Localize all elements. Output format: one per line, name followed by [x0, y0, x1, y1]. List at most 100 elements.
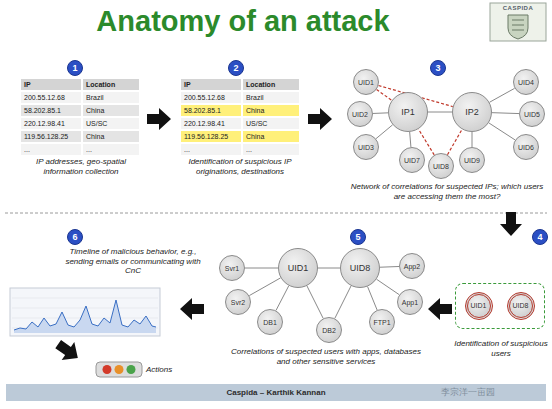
correlation-link [376, 125, 393, 139]
node-label: UID9 [464, 157, 480, 164]
entity-circle: Svr2 [225, 289, 251, 315]
entity-circle: UID7 [399, 147, 425, 173]
table-cell: 220.12.98.41 [180, 117, 242, 130]
table-cell: China [82, 130, 140, 143]
node-label: Svr2 [231, 299, 245, 306]
table-cell: 58.202.85.1 [20, 104, 82, 117]
step-caption: Timeline of malicious behavior, e.g., se… [58, 247, 208, 276]
table-cell: ... [180, 143, 242, 156]
node-label: 5 [355, 232, 360, 242]
step-number: 4 [532, 229, 548, 245]
table-cell: Brazil [242, 91, 300, 104]
correlation-link [276, 286, 289, 311]
entity-circle: UID1 [278, 248, 318, 288]
entity-circle: UID6 [513, 134, 539, 160]
step-number: 2 [228, 60, 244, 76]
logo-lines [512, 20, 524, 30]
node-label: DB1 [263, 319, 277, 326]
node-label: UID1 [288, 263, 309, 273]
node-label: 2 [233, 63, 238, 73]
table-header: IP [180, 78, 242, 91]
entity-circle: IP2 [452, 92, 492, 132]
table-cell: China [82, 104, 140, 117]
node-label: UID1 [471, 302, 487, 309]
table-cell: Brazil [82, 91, 140, 104]
table-header: Location [82, 78, 140, 91]
entity-circle: UID8 [428, 153, 454, 179]
entity-circle: UID4 [513, 69, 539, 95]
node-label: IP1 [401, 107, 415, 117]
table-header: IP [20, 78, 82, 91]
table-cell: 119.56.128.25 [180, 130, 242, 143]
table-header: Location [242, 78, 300, 91]
entity-circle: UID1 [353, 69, 379, 95]
block-arrow [308, 108, 332, 130]
timeline-chart-frame [10, 288, 160, 336]
correlation-link [380, 266, 399, 268]
suspect-group-box: Identification of suspicious usersUID1UI… [455, 283, 545, 329]
node-label: UID6 [518, 144, 534, 151]
diagram-title: Anatomy of an attack [60, 5, 426, 38]
correlation-link [428, 112, 452, 113]
suspect-link [379, 86, 453, 107]
node-label: UID7 [404, 157, 420, 164]
node-label: App1 [402, 299, 418, 306]
entity-circle: DB1 [257, 309, 283, 335]
step-number: 5 [350, 229, 366, 245]
block-arrow [147, 108, 171, 130]
step-caption: Correlations of suspected users with app… [228, 347, 424, 366]
table-cell: US/SC [82, 117, 140, 130]
step-caption: Network of correlations for suspected IP… [345, 182, 549, 201]
node-label: App2 [404, 263, 420, 270]
table-cell: 119.56.128.25 [20, 130, 82, 143]
suspect-user-circle: UID1 [465, 292, 493, 320]
correlation-link [368, 287, 378, 310]
action-buttons [96, 362, 142, 377]
correlation-link [249, 278, 280, 296]
red-light [103, 365, 112, 374]
block-arrow [428, 298, 452, 320]
step-number: 1 [67, 60, 83, 76]
correlation-link [410, 132, 411, 147]
entity-circle: UID5 [519, 101, 545, 127]
logo-shield [508, 15, 528, 39]
table-cell: US/SC [242, 117, 300, 130]
entity-circle: App1 [397, 289, 423, 315]
block-arrow [180, 298, 204, 320]
correlation-link [318, 268, 340, 269]
entity-circle: App2 [399, 253, 425, 279]
table-cell: 220.12.98.41 [20, 117, 82, 130]
table-cell: ... [242, 143, 300, 156]
entity-circle: DB2 [316, 317, 342, 343]
entity-circle: UID3 [353, 134, 379, 160]
logo-frame [490, 3, 546, 41]
green-light [127, 365, 136, 374]
logo-text: CASPIDA [492, 5, 544, 11]
correlation-link [489, 88, 514, 102]
table-cell: ... [20, 143, 82, 156]
chart-line [14, 300, 156, 330]
node-label: UID1 [358, 79, 374, 86]
entity-circle: Svr1 [219, 255, 245, 281]
node-label: UID8 [513, 302, 529, 309]
node-label: UID5 [524, 111, 540, 118]
entity-circle: UID2 [347, 101, 373, 127]
table-cell: 200.55.12.68 [180, 91, 242, 104]
node-label: UID8 [433, 163, 449, 170]
actions-label: Actions [146, 365, 190, 374]
correlation-link [335, 286, 351, 318]
suspect-link [377, 90, 392, 101]
block-arrow [52, 335, 84, 367]
node-label: Svr1 [225, 265, 239, 272]
node-label: UID4 [518, 79, 534, 86]
correlation-link [489, 123, 515, 140]
correlation-link [373, 112, 388, 114]
entity-circle: UID8 [340, 248, 380, 288]
table-cell: 58.202.85.1 [180, 104, 242, 117]
node-label: 1 [72, 63, 77, 73]
node-label: Caspida – Karthik Kannan [226, 388, 325, 397]
node-label: UID2 [352, 111, 368, 118]
ip-table: IPLocation200.55.12.68Brazil58.202.85.1C… [180, 78, 300, 156]
node-label: 3 [435, 63, 440, 73]
